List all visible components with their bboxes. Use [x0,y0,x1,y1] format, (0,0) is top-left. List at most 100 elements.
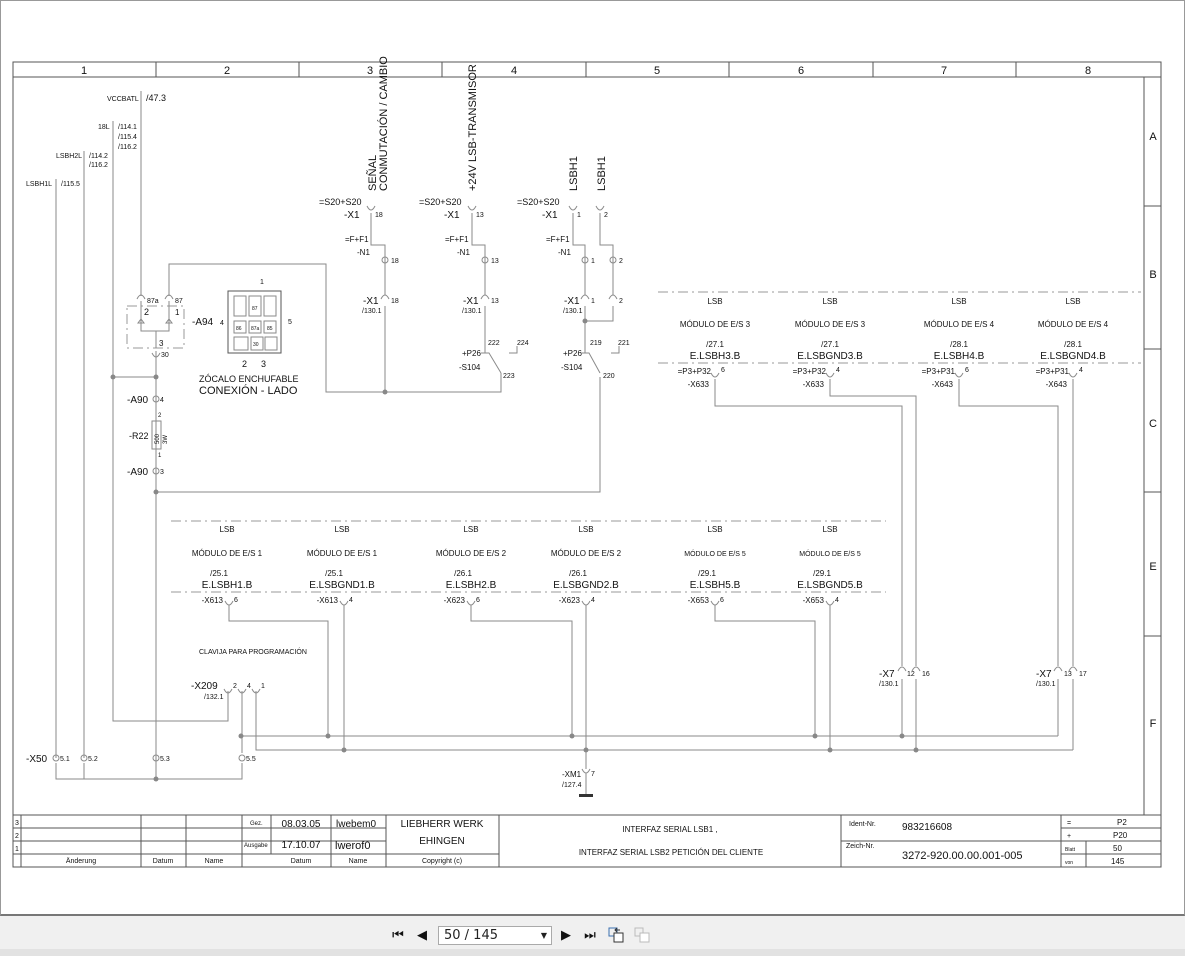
schematic-sheet: 1 2 3 4 5 6 7 8 A B C E F VCCBATL /47.3 [12,56,1162,868]
sheet-total: 145 [1111,857,1125,866]
component-label: -N1 [558,248,571,257]
socket-diagram: 1 87 4 86 87a 85 5 30 2 3 ZÓCALO ENCHUFA… [199,279,299,397]
go-back-view-button[interactable] [608,927,624,943]
signal-ref: /47.3 [146,93,166,103]
relay-label: -A94 [192,317,214,328]
signal-vccbatl: VCCBATL [107,96,139,103]
module-bus: LSB [951,297,966,306]
row-letters: A B C E F [1149,131,1157,730]
pin-label: 4 [1079,367,1083,374]
last-page-button[interactable]: ⏭ [582,927,598,943]
pin-label: 18 [375,212,383,219]
rev-header: Datum [153,858,174,865]
module-signal: E.LSBGND4.B [1040,351,1106,362]
connector-label: -X613 [317,596,339,605]
socket-caption: ZÓCALO ENCHUFABLE [199,374,299,384]
module-bus: LSB [463,525,478,534]
plug-label: =P3+P32 [793,367,827,376]
switch-label: -S104 [561,363,583,372]
von-label: von [1065,860,1073,866]
plus-label: + [1067,833,1071,840]
pin-label: 222 [488,340,500,347]
pin-label: 4 [591,597,595,604]
module-signal: E.LSBH2.B [446,580,497,591]
signal-lsbh2l: LSBH2L [56,153,82,160]
module-ref: /27.1 [821,340,839,349]
title-lsbh1: LSBH1 [596,156,608,191]
pin-label: 13 [476,212,484,219]
connector-label: -X613 [202,596,224,605]
go-forward-view-button[interactable] [634,927,650,943]
page-number-select[interactable]: 50 / 145▼ [438,926,552,945]
module-bus: LSB [219,525,234,534]
signal-ref: /114.1 [118,124,137,131]
connector-label: -X633 [803,380,825,389]
signal-references: VCCBATL /47.3 18L /114.1 /115.4 /116.2 L… [26,93,166,188]
plug-label: =P3+P31 [1036,367,1070,376]
ground-xm1: -XM1 /127.4 7 [562,768,595,797]
pin-label: 17 [1079,671,1087,678]
io-modules-bottom: LSB MÓDULO DE E/S 1 /25.1 E.LSBH1.B LSB … [171,520,886,606]
module-signal: E.LSBH1.B [202,580,253,591]
connector-label: -X7 [1036,669,1052,680]
pin-label: 2 [619,258,623,265]
terminal-label: -A90 [127,467,149,478]
signal-ref: /115.4 [118,134,137,141]
connector-label: -X633 [688,380,710,389]
pin-label: 2 [233,683,237,690]
column-label: 1 [81,65,87,77]
pin-label: 5.3 [160,756,170,763]
pin-label: 1 [158,453,162,459]
terminal-label: -A90 [127,395,149,406]
pin-label: 5.1 [60,756,70,763]
ground-icon [579,794,593,797]
rev-header: Name [205,858,224,865]
connector-groups: =S20+S20 -X1 =F+F1 -N1 -X1 /130.1 =S20+S… [319,197,630,380]
socket-pin: 87a [251,326,260,332]
pin-label: 30 [161,352,169,359]
connector-x7: -X7 /130.1 12 16 -X7 /130.1 13 17 [879,666,1087,688]
drawing-frame [12,61,1162,868]
resistor-r22: -A90 4 -A90 3 -R22 500 3W 2 1 [127,395,169,478]
signal-ref: /116.2 [89,162,108,169]
module-name: MÓDULO DE E/S 2 [551,549,622,558]
connector-label: -X1 [363,296,379,307]
connector-label: -X623 [559,596,581,605]
pin-label: 1 [577,212,581,219]
first-page-button[interactable]: ⏮ [390,927,406,943]
previous-page-button[interactable]: ◀ [414,927,430,943]
row-label: B [1149,269,1156,281]
pin-label: 16 [922,671,930,678]
next-page-button[interactable]: ▶ [558,927,574,943]
next-page-icon: ▶ [561,927,571,942]
pin-label: 4 [835,597,839,604]
column-label: 5 [654,65,660,77]
title-lsbh1: LSBH1 [568,156,580,191]
module-signal: E.LSBH3.B [690,351,741,362]
connector-label: -X1 [344,210,360,221]
pin-label: 1 [591,298,595,305]
column-label: 2 [224,65,230,77]
connector-x209: CLAVIJA PARA PROGRAMACIÓN -X209 /132.1 2… [191,647,307,701]
pin-label: 224 [517,340,529,347]
terminal-label: -X50 [26,754,48,765]
pin-label: 6 [476,597,480,604]
pin-label: 3 [160,469,164,476]
socket-caption: CONEXIÓN - LADO [199,384,298,397]
title-conmutacion: CONMUTACIÓN / CAMBIO [377,56,390,191]
module-ref: /28.1 [1064,340,1082,349]
module-bus: LSB [822,525,837,534]
connector-label: -X653 [688,596,710,605]
title-senal: SEÑAL [366,155,379,191]
module-signal: E.LSBGND1.B [309,580,375,591]
row-label: E [1149,561,1156,573]
socket-pin: 86 [236,326,242,332]
socket-pin: 2 [242,359,247,369]
pin-label: 2 [144,307,149,317]
module-name: MÓDULO DE E/S 5 [799,549,861,558]
module-ref: /26.1 [454,569,472,578]
module-ref: /25.1 [325,569,343,578]
eq-value: P2 [1117,818,1127,827]
location-label: +P26 [563,349,582,358]
pin-label: 5.5 [246,756,256,763]
